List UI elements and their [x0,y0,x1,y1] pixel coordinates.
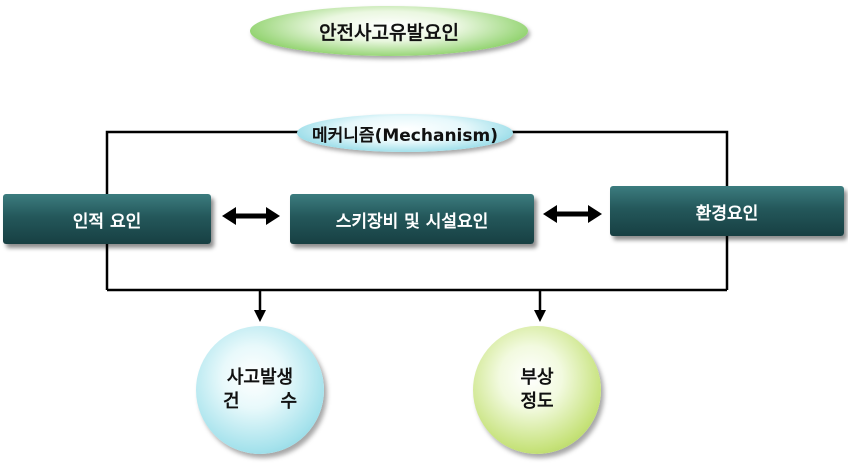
accidents-label-line2: 건 수 [223,390,297,414]
injury-arrow-head [534,310,546,322]
double-arrow-human-equipment [222,207,280,225]
title-oval: 안전사고유발요인 [250,6,528,56]
environment-factor-box: 환경요인 [610,186,844,236]
mechanism-frame-line-right [511,130,729,186]
accidents-arrow-head [254,310,266,322]
injury-label-line1: 부상 [520,367,554,388]
mechanism-frame-line [105,130,299,194]
injury-label-line2: 정도 [520,391,554,412]
equipment-factor-box: 스키장비 및 시설요인 [290,194,534,244]
injury-severity-circle: 부상 정도 [473,326,601,454]
accidents-label-line2-b: 수 [280,391,297,412]
human-factor-label: 인적 요인 [72,211,142,232]
diagram-title: 안전사고유발요인 [319,21,459,44]
double-arrow-equipment-environment [543,205,602,223]
mechanism-oval: 메커니즘(Mechanism) [297,114,513,152]
human-factor-box: 인적 요인 [3,194,211,244]
equipment-factor-label: 스키장비 및 시설요인 [335,211,489,232]
accidents-label-line2-a: 건 [223,391,240,412]
accidents-count-circle: 사고발생 건 수 [196,326,324,454]
accidents-label-line1: 사고발생 [226,367,294,388]
mechanism-label: 메커니즘(Mechanism) [312,125,498,146]
environment-factor-label: 환경요인 [695,203,759,224]
